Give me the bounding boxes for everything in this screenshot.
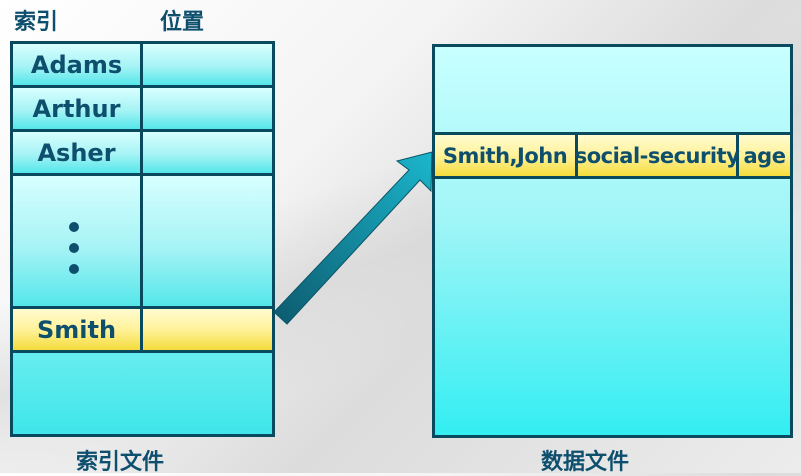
index-column-header: 索引 bbox=[14, 10, 59, 35]
data-record-row: Smith,John social-security age bbox=[435, 132, 790, 179]
index-key: Asher bbox=[13, 132, 143, 173]
index-key: Smith bbox=[13, 309, 143, 350]
index-file-caption: 索引文件 bbox=[76, 450, 165, 475]
index-file-table: Adams Arthur Asher Smith bbox=[10, 41, 275, 437]
data-file-box: Smith,John social-security age bbox=[432, 44, 793, 438]
index-row-adams: Adams bbox=[13, 44, 272, 88]
index-key: Adams bbox=[13, 44, 143, 85]
record-field-name: Smith,John bbox=[435, 135, 578, 176]
index-row-asher: Asher bbox=[13, 132, 272, 176]
position-column-header: 位置 bbox=[160, 10, 205, 35]
index-row-arthur: Arthur bbox=[13, 88, 272, 132]
vertical-ellipsis-icon bbox=[69, 222, 79, 274]
index-row-ellipsis bbox=[13, 176, 272, 309]
index-key: Arthur bbox=[13, 88, 143, 129]
index-row-smith: Smith bbox=[13, 309, 272, 353]
record-field-social-security: social-security bbox=[575, 135, 740, 176]
index-key-ellipsis bbox=[13, 176, 143, 306]
record-field-age: age bbox=[743, 143, 786, 168]
data-file-caption: 数据文件 bbox=[541, 450, 630, 475]
